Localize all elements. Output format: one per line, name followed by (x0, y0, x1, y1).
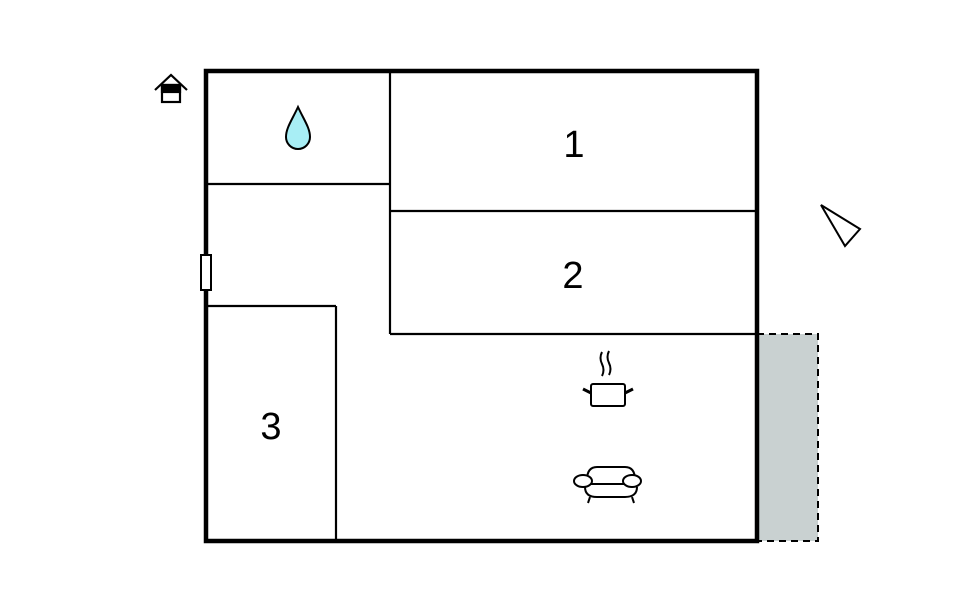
water-drop-icon (284, 104, 312, 150)
terrace (756, 333, 819, 542)
room-2-label: 2 (562, 255, 583, 297)
cooking-pot-icon (582, 350, 634, 407)
interior-walls (206, 71, 757, 541)
room-1-label: 1 (563, 124, 584, 166)
room-3-label: 3 (260, 406, 281, 448)
house-entrance-icon (154, 73, 188, 104)
sofa-icon (573, 466, 642, 504)
exterior-walls (203, 68, 760, 544)
window (200, 254, 212, 291)
compass-triangle-icon (820, 204, 862, 248)
